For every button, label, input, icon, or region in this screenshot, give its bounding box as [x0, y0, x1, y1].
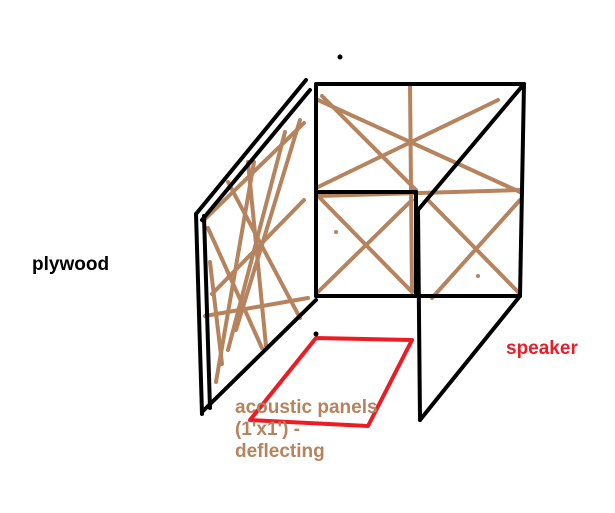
speaker-label: speaker [506, 338, 578, 359]
back-wall-frame [314, 82, 526, 298]
speaker-side-frame [416, 82, 526, 422]
marker-dot-top [337, 54, 343, 60]
back-wall-acoustic-panels [314, 82, 522, 300]
marker-dot-panel-a [334, 230, 338, 234]
left-wall-acoustic-panels [202, 118, 310, 384]
acoustic-panels-label-line1: acoustic panels [235, 397, 378, 418]
acoustic-panels-label-line3: deflecting [235, 441, 325, 462]
marker-dot-floor [313, 331, 319, 337]
acoustic-panels-label: acoustic panels (1'x1') - deflecting [235, 397, 378, 463]
plywood-wall-frame [194, 78, 318, 416]
acoustic-panels-label-line2: (1'x1') - [235, 419, 300, 440]
speaker-outline [248, 336, 414, 428]
plywood-label: plywood [32, 254, 110, 275]
marker-dot-panel-b [476, 274, 480, 278]
